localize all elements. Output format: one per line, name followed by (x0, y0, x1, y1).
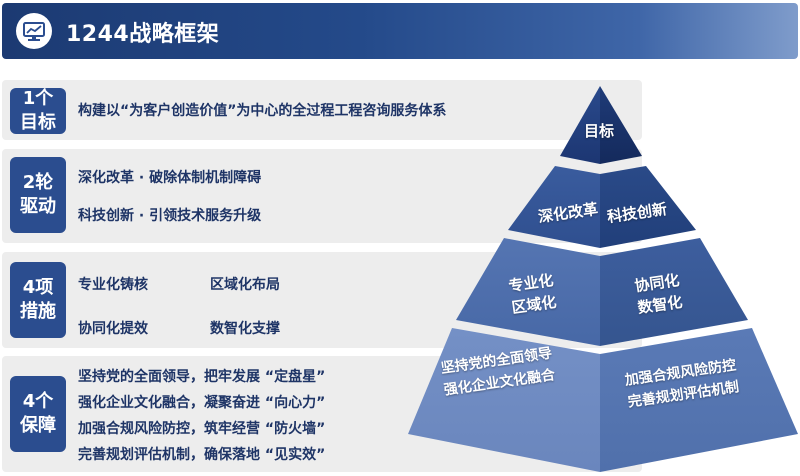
driver-item-1: 深化改革 · 破除体制机制障碍 (78, 170, 262, 186)
pyramid-label-level3-right: 协同化 数智化 (633, 269, 684, 319)
tag-guarantees: 4个 保障 (10, 376, 66, 452)
tag-drivers-line2: 驱动 (20, 196, 56, 217)
pyramid-diagram (408, 86, 798, 472)
monitor-chart-icon (16, 13, 52, 49)
tag-measures: 4项 措施 (10, 262, 66, 338)
measure-item-3: 协同化提效 (78, 321, 148, 337)
measure-item-2: 区域化布局 (210, 277, 280, 293)
tag-goal-line2: 目标 (20, 112, 56, 133)
header-bar: 1244战略框架 (2, 3, 798, 59)
goal-text: 构建以“为客户创造价值”为中心的全过程工程咨询服务体系 (78, 103, 447, 119)
guarantee-item-4: 完善规划评估机制，确保落地 “见实效” (78, 447, 326, 463)
pyramid-level2-left-face (508, 166, 600, 248)
pyramid-level4-right-face (600, 328, 798, 472)
tag-guarantees-line2: 保障 (20, 415, 56, 436)
tag-measures-line1: 4项 (22, 277, 54, 298)
tag-measures-line2: 措施 (20, 301, 56, 322)
row-goal: 1个 目标 构建以“为客户创造价值”为中心的全过程工程咨询服务体系 (2, 80, 642, 140)
pyramid-level2-right-face (600, 166, 696, 248)
pyramid-level4-left-face (408, 328, 600, 472)
measure-item-1: 专业化铸核 (78, 277, 148, 293)
measure-item-4: 数智化支撑 (210, 321, 280, 337)
driver-item-2: 科技创新 · 引领技术服务升级 (78, 208, 262, 224)
guarantee-item-3: 加强合规风险防控，筑牢经营 “防火墙” (78, 421, 326, 437)
pyramid-level3-left-face (456, 238, 600, 346)
pyramid-label-top: 目标 (584, 122, 615, 140)
tag-goal: 1个 目标 (10, 88, 66, 134)
tag-guarantees-line1: 4个 (22, 391, 54, 412)
pyramid-label-level3-left: 专业化 区域化 (507, 269, 558, 319)
guarantee-item-2: 强化企业文化融合，凝聚奋进 “向心力” (78, 395, 326, 411)
pyramid-top-right-face (600, 86, 642, 164)
pyramid-level3-right-face (600, 238, 748, 346)
guarantee-item-1: 坚持党的全面领导，把牢发展 “定盘星” (78, 369, 326, 385)
tag-goal-line1: 1个 (22, 88, 54, 109)
pyramid-top-left-face (560, 86, 600, 164)
page-title: 1244战略框架 (66, 22, 220, 47)
tag-drivers-line1: 2轮 (22, 172, 54, 193)
tag-drivers: 2轮 驱动 (10, 157, 66, 233)
